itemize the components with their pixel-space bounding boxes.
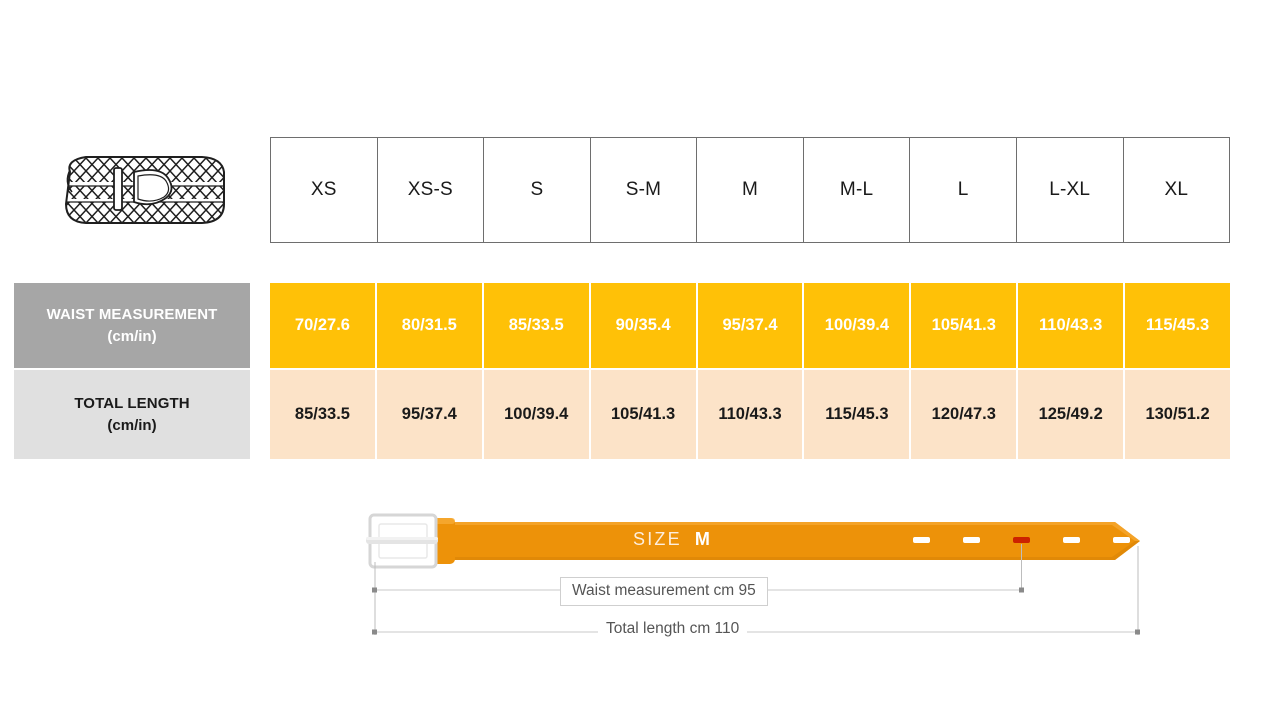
row-label-unit: (cm/in) <box>107 416 157 434</box>
size-header-cell: XS <box>271 138 378 242</box>
belt-holes <box>913 537 1130 543</box>
dimension-extension-lines <box>374 544 1139 635</box>
row-label-total-length: TOTAL LENGTH (cm/in) <box>14 370 250 459</box>
belt-buckle <box>366 513 438 569</box>
row-label-unit: (cm/in) <box>107 327 157 345</box>
total-length-dimension-label: Total length cm 110 <box>598 618 748 640</box>
total-length-dimension-line <box>372 629 1140 635</box>
table-cell: 85/33.5 <box>483 283 591 368</box>
size-header-cell: L-XL <box>1017 138 1124 242</box>
table-cell: 105/41.3 <box>590 370 698 459</box>
size-header-cell: L <box>910 138 1017 242</box>
size-header-cell: XL <box>1164 179 1189 200</box>
size-header-row: XS XS-S S S-M M M-L L L-XL XL <box>270 137 1230 243</box>
row-label-column: WAIST MEASUREMENT (cm/in) TOTAL LENGTH (… <box>14 283 250 459</box>
size-header-cell: M-L <box>804 138 911 242</box>
table-cell: 100/39.4 <box>804 283 912 368</box>
size-table: XS XS-S S S-M M M-L L L-XL XL <box>270 137 1230 243</box>
table-cell: 125/49.2 <box>1018 370 1126 459</box>
belt-strap <box>450 522 1140 560</box>
size-header-cell: M <box>697 138 804 242</box>
table-cell: 100/39.4 <box>483 370 591 459</box>
row-label-waist-measurement: WAIST MEASUREMENT (cm/in) <box>14 283 250 368</box>
table-cell: 115/45.3 <box>804 370 912 459</box>
belt-hole-highlighted <box>1013 537 1030 543</box>
braided-belt-illustration <box>52 142 232 238</box>
size-header-cell: XS-S <box>378 138 485 242</box>
row-label-title: TOTAL LENGTH <box>74 394 190 412</box>
table-row-total-length: 85/33.5 95/37.4 100/39.4 105/41.3 110/43… <box>270 370 1231 459</box>
table-cell: 70/27.6 <box>270 283 377 368</box>
table-cell: 80/31.5 <box>376 283 484 368</box>
belt-keeper-loop <box>433 518 455 564</box>
table-cell: 115/45.3 <box>1125 283 1231 368</box>
table-cell: 85/33.5 <box>270 370 377 459</box>
table-cell: 95/37.4 <box>376 370 484 459</box>
row-label-title: WAIST MEASUREMENT <box>46 305 218 323</box>
table-cell: 90/35.4 <box>590 283 698 368</box>
size-header-cell: S-M <box>591 138 698 242</box>
table-row-waist-measurement: 70/27.6 80/31.5 85/33.5 90/35.4 95/37.4 … <box>270 283 1231 368</box>
waist-dimension-label: Waist measurement cm 95 <box>560 577 768 606</box>
table-cell: 110/43.3 <box>1018 283 1126 368</box>
size-table-body: 70/27.6 80/31.5 85/33.5 90/35.4 95/37.4 … <box>270 283 1231 459</box>
table-cell: 95/37.4 <box>697 283 805 368</box>
table-cell: 105/41.3 <box>911 283 1019 368</box>
table-cell: 130/51.2 <box>1125 370 1231 459</box>
belt-measurement-diagram <box>355 500 1155 660</box>
table-cell: 110/43.3 <box>697 370 805 459</box>
table-cell: 120/47.3 <box>911 370 1019 459</box>
size-header-cell: S <box>484 138 591 242</box>
